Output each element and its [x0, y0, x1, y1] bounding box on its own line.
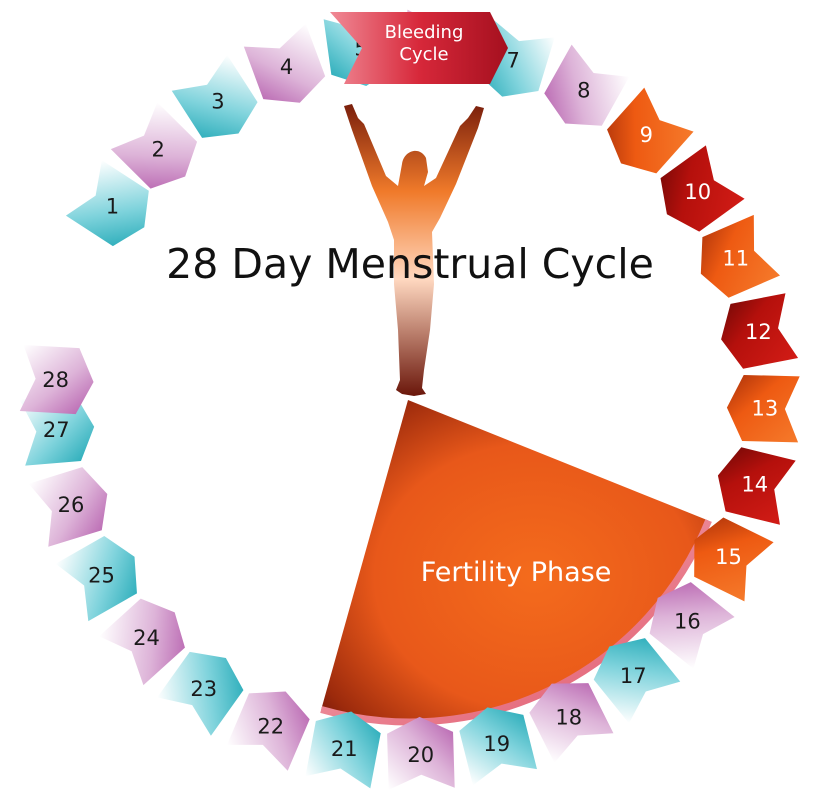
day-number: 24 [133, 626, 160, 650]
day-number: 3 [211, 90, 224, 114]
day-arrow [700, 214, 781, 298]
day-marker-21 [305, 711, 381, 789]
day-number: 22 [257, 715, 284, 739]
day-number: 14 [741, 473, 768, 497]
day-number: 19 [483, 732, 510, 756]
page-title: 28 Day Menstrual Cycle [166, 240, 654, 288]
day-marker-9 [607, 87, 694, 174]
fertility-label: Fertility Phase [421, 557, 612, 588]
day-number: 12 [745, 320, 772, 344]
day-number: 17 [620, 664, 647, 688]
day-arrow [726, 374, 800, 443]
day-arrow [607, 87, 694, 174]
day-marker-2 [110, 102, 198, 189]
day-arrow [227, 691, 310, 771]
day-number: 13 [752, 397, 779, 421]
day-arrow [110, 102, 198, 189]
day-marker-23 [157, 651, 244, 736]
day-number: 11 [722, 247, 749, 271]
day-number: 28 [42, 368, 69, 392]
day-arrow [305, 711, 381, 789]
day-marker-13 [726, 374, 800, 443]
day-marker-22 [227, 691, 310, 771]
day-marker-8 [544, 44, 630, 126]
bleeding-cycle-marker: Bleeding Cycle [330, 12, 508, 84]
day-number: 26 [58, 493, 85, 517]
day-marker-3 [171, 55, 258, 138]
day-number: 8 [577, 78, 590, 102]
day-marker-20 [387, 716, 455, 790]
day-arrow [55, 536, 137, 622]
woman-silhouette-icon [344, 104, 484, 396]
day-marker-14 [717, 447, 796, 525]
day-arrow [649, 582, 735, 669]
day-arrow [694, 517, 774, 602]
day-number: 18 [555, 706, 582, 730]
day-arrow [157, 651, 244, 736]
day-marker-28 [19, 345, 94, 415]
day-arrow [459, 707, 537, 786]
day-arrow [593, 638, 681, 724]
day-number: 7 [507, 48, 520, 72]
day-marker-17 [593, 638, 681, 724]
day-marker-19 [459, 707, 537, 786]
bleeding-label-line2: Cycle [399, 44, 448, 65]
day-marker-11 [700, 214, 781, 298]
day-arrow [99, 598, 185, 686]
day-number: 25 [88, 564, 115, 588]
day-arrow [243, 23, 326, 103]
day-marker-10 [660, 145, 745, 232]
day-number: 16 [674, 610, 701, 634]
day-marker-24 [99, 598, 185, 686]
day-marker-1 [65, 160, 149, 247]
day-number: 27 [43, 418, 70, 442]
day-number: 2 [152, 138, 165, 162]
day-arrow [387, 716, 455, 790]
day-arrow [19, 345, 94, 415]
fertility-wedge [321, 400, 709, 722]
day-arrow [65, 160, 149, 247]
day-number: 4 [280, 55, 293, 79]
day-number: 20 [407, 743, 434, 767]
day-marker-15 [694, 517, 774, 602]
bleeding-label-line1: Bleeding [385, 22, 464, 43]
day-number: 15 [715, 545, 742, 569]
day-marker-16 [649, 582, 735, 669]
day-number: 23 [190, 677, 217, 701]
day-arrow [529, 683, 614, 763]
day-number: 10 [684, 180, 711, 204]
day-number: 21 [331, 737, 358, 761]
day-arrow [28, 467, 108, 547]
day-number: 9 [640, 123, 653, 147]
day-marker-18 [529, 683, 614, 763]
day-arrow [717, 447, 796, 525]
day-marker-25 [55, 536, 137, 622]
day-marker-4 [243, 23, 326, 103]
day-marker-26 [28, 467, 108, 547]
day-arrow [721, 293, 799, 369]
day-arrow [660, 145, 745, 232]
bleeding-banner [330, 12, 508, 84]
day-arrow [171, 55, 258, 138]
day-marker-12 [721, 293, 799, 369]
day-number: 1 [106, 195, 119, 219]
day-arrow [544, 44, 630, 126]
